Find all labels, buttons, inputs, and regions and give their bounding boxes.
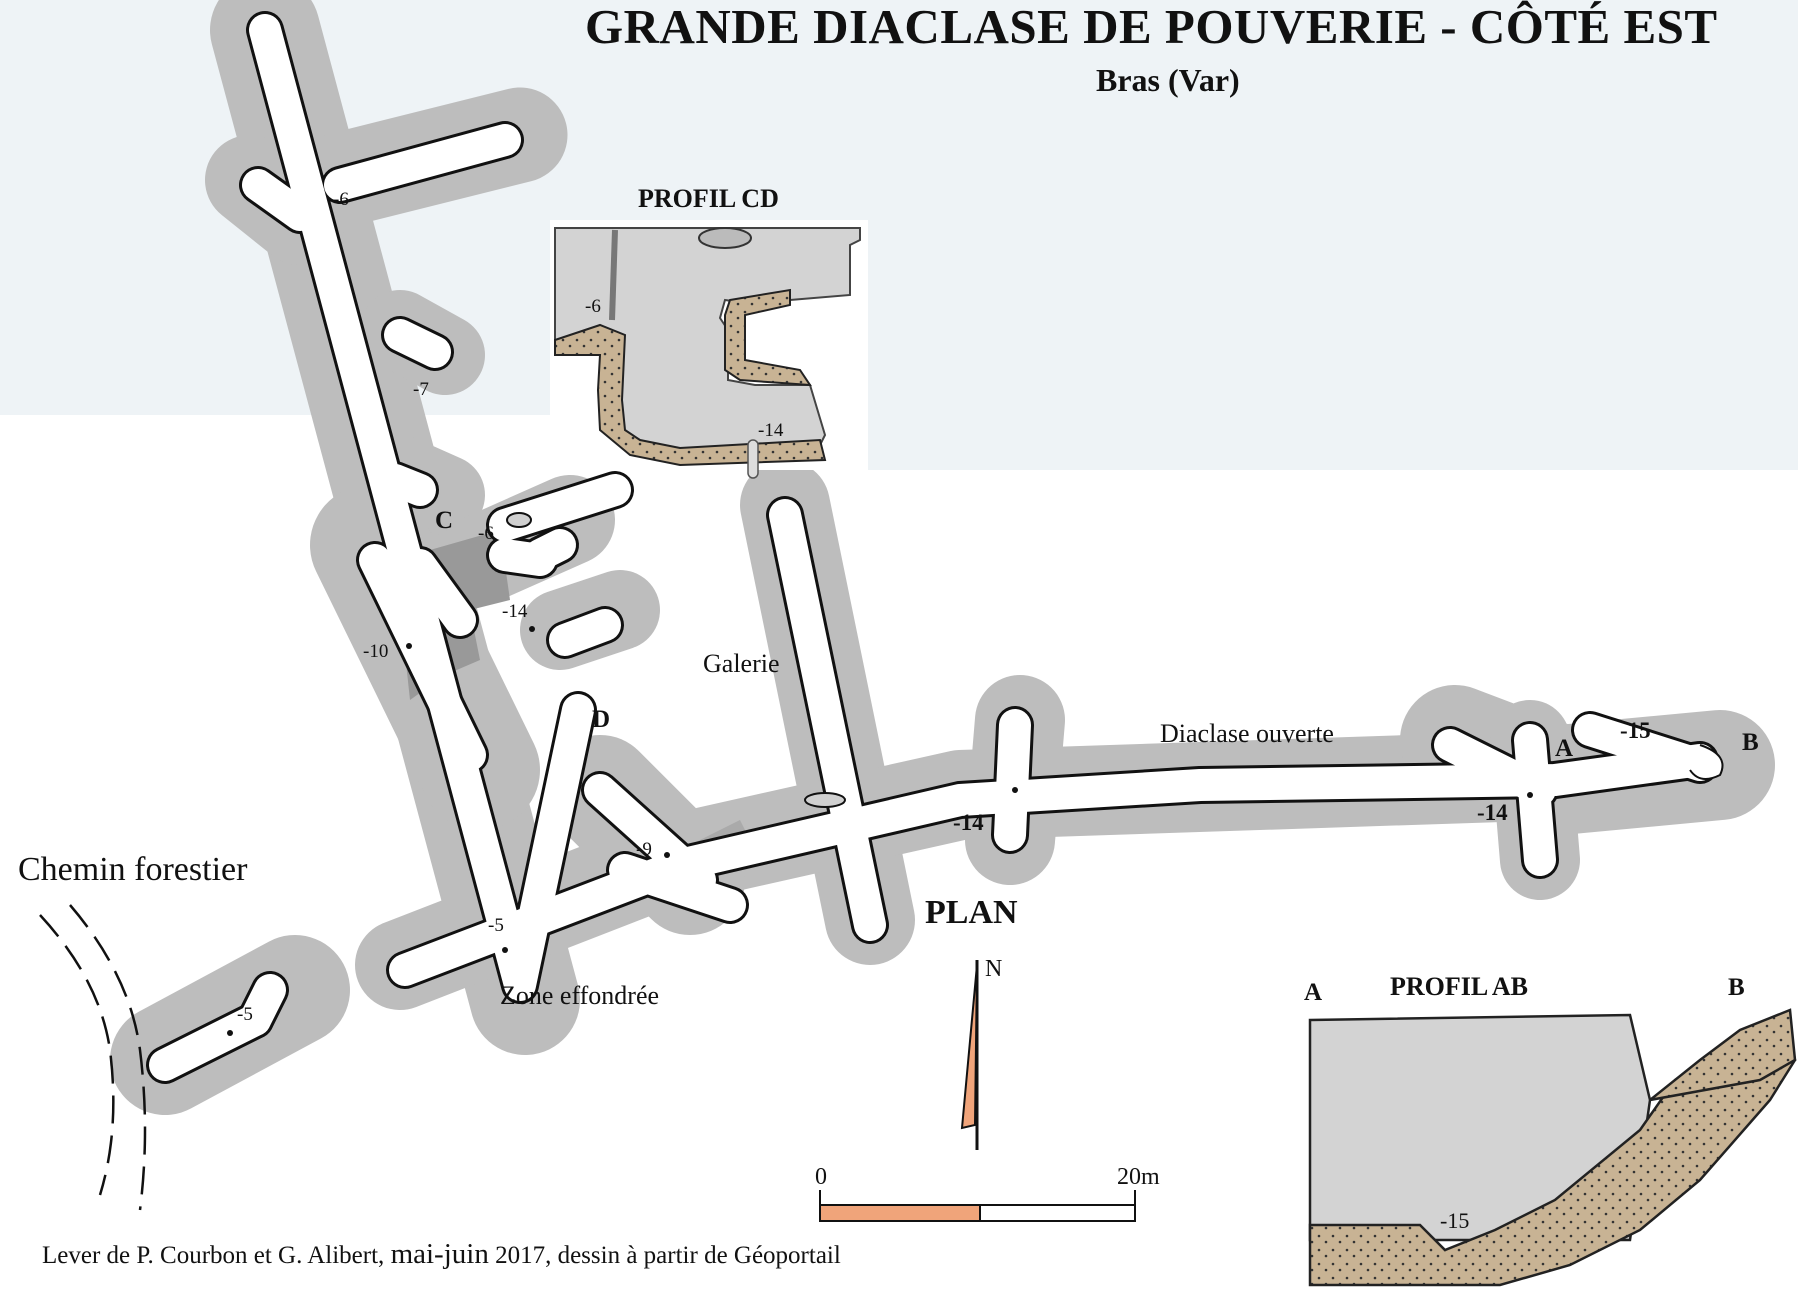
block [506, 512, 532, 528]
station-a: A [1555, 735, 1574, 762]
north-label: N [985, 956, 1003, 982]
map-subtitle: Bras (Var) [1096, 62, 1240, 98]
profil-ab-b: B [1728, 974, 1745, 1001]
chemin-forestier-label: Chemin forestier [18, 851, 248, 888]
pit-end [1689, 744, 1724, 780]
depth-label: -9 [636, 839, 652, 860]
depth-label: -14 [502, 601, 528, 622]
block [804, 792, 846, 808]
credit-part1: Lever de P. Courbon et G. Alibert, [42, 1242, 391, 1269]
credit-part2: mai-juin [390, 1238, 489, 1270]
galerie-label: Galerie [703, 649, 780, 678]
depth-label: -14 [1477, 800, 1508, 825]
credit-part3: 2017, dessin à partir de Géoportail [488, 1242, 841, 1269]
profil-cd-title: PROFIL CD [638, 184, 779, 213]
scale-bar [819, 1190, 1136, 1222]
diaclase-label: Diaclase ouverte [1160, 719, 1334, 748]
depth-label: -5 [488, 915, 504, 936]
profil-ab-a: A [1304, 979, 1323, 1006]
profil-cd-depth-bottom: -14 [758, 420, 784, 441]
depth-label: -5 [237, 1004, 253, 1025]
scale-end: 20m [1117, 1164, 1160, 1190]
depth-label: -15 [1620, 718, 1651, 743]
station-c: C [435, 507, 454, 534]
cave-passages [146, 11, 1719, 1084]
profil-ab-title: PROFIL AB [1390, 972, 1528, 1001]
profil-ab-depth: -15 [1440, 1208, 1470, 1233]
forest-path [39, 904, 147, 1211]
depth-label: -14 [953, 810, 984, 835]
station-d: D [592, 706, 611, 733]
north-arrow [960, 960, 979, 1150]
depth-label: -6 [333, 189, 349, 210]
station-dots [227, 626, 1533, 1036]
profil-ab [1308, 1008, 1797, 1287]
scale-start: 0 [815, 1164, 827, 1190]
profil-cd-depth-top: -6 [585, 296, 601, 317]
credit-line: Lever de P. Courbon et G. Alibert, mai-j… [42, 1240, 841, 1269]
zone-label: Zone effondrée [500, 981, 660, 1010]
plan-label: PLAN [925, 894, 1018, 931]
depth-label: -6 [478, 523, 494, 544]
depth-label: -10 [363, 641, 389, 662]
station-b: B [1742, 729, 1759, 756]
map-title: GRANDE DIACLASE DE POUVERIE - CÔTÉ EST [585, 0, 1718, 54]
profil-cd [550, 220, 868, 479]
depth-label: -7 [413, 379, 429, 400]
